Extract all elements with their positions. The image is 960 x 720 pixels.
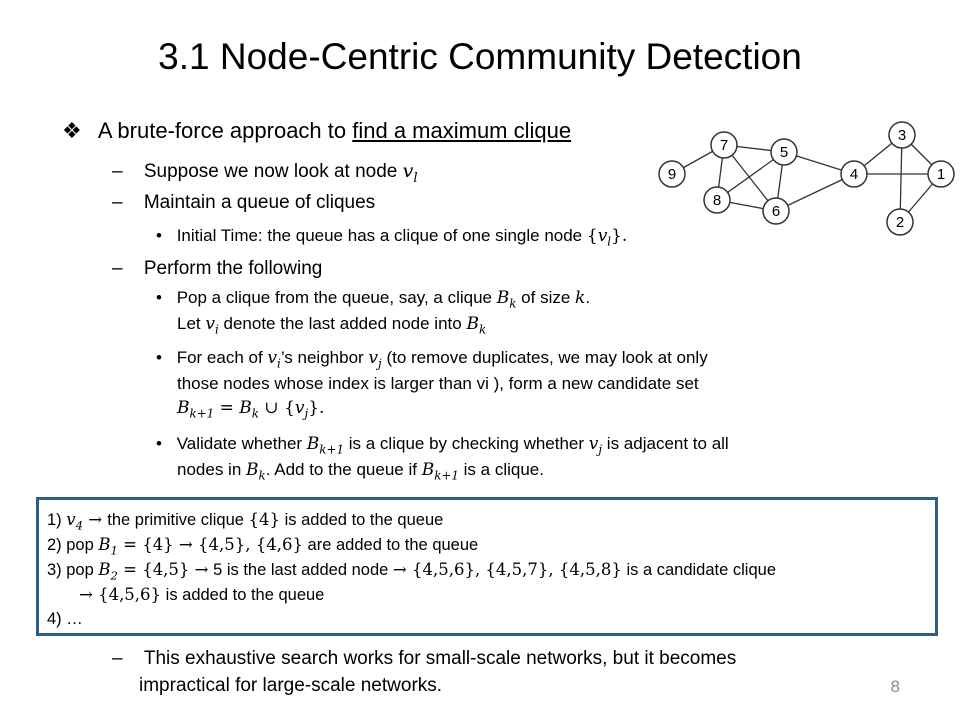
math-bk1: Bk+1 [306,434,345,457]
box-text: 5 is the last added node [208,561,393,579]
graph-node-label: 6 [772,203,780,220]
dash-marker: – [112,258,123,279]
example-box: 1) v4 → the primitive clique {4} is adde… [36,497,938,636]
bullet-pop: • Pop a clique from the queue, say, a cl… [156,288,591,311]
graph-edge-3-2 [899,134,903,223]
example-line-3b: → {4,5,6} is added to the queue [79,585,325,604]
graph-node-label: 5 [780,144,788,161]
bullet-text: Initial Time: the queue has a clique of … [176,226,587,245]
bullet-text: Validate whether [176,434,307,453]
graph-node-label: 8 [713,192,721,209]
page-number: 8 [890,677,900,696]
sub-item-text: Suppose we now look at node [143,161,403,182]
bullet-let-line: Let vi denote the last added node into B… [177,314,486,336]
sub-item-text: Perform the following [143,258,323,279]
graph-node-label: 2 [896,214,904,231]
dash-marker: – [112,192,123,213]
graph-node-8: 8 [703,186,731,214]
bullet-validate: • Validate whether Bk+1 is a clique by c… [156,434,729,456]
bullet-for-line2: those nodes whose index is larger than v… [177,374,699,393]
bullet-text: ’s neighbor [280,348,369,367]
graph-node-label: 9 [668,166,676,183]
bullet-text: Let [177,314,206,333]
main-bullet-text: A brute-force approach to [97,118,353,143]
math-k: k [575,288,586,308]
sub-item-exhaustive: – This exhaustive search works for small… [112,648,736,670]
math-vl: vl [402,160,418,186]
graph-edge-6-4 [775,173,855,212]
graph-node-6: 6 [762,197,790,225]
math-bk: Bk [246,460,266,483]
bullet-text: is a clique by checking whether [344,434,589,453]
bullet-text: For each of [176,348,268,367]
bullet-text: nodes in [177,460,246,479]
dot-bullet-icon: • [156,434,162,453]
graph-node-4: 4 [840,160,868,188]
math-candidate-set: Bk+1 = Bk ∪ {vj}. [177,398,325,421]
sub-item-perform: – Perform the following [112,258,322,280]
example-line-3: 3) pop B2 = {4,5} → 5 is the last added … [47,560,776,583]
bullet-text: . Add to the queue if [265,460,422,479]
example-line-4: 4) … [47,610,83,628]
box-text: is a candidate clique [621,561,776,579]
graph-node-label: 3 [898,127,906,144]
main-bullet: ❖ A brute-force approach to find a maxim… [62,118,571,144]
graph-node-9: 9 [658,160,686,188]
graph-node-7: 7 [710,131,738,159]
bullet-validate-line2: nodes in Bk. Add to the queue if Bk+1 is… [177,460,544,482]
dot-bullet-icon: • [156,226,162,245]
math-set-vl: {vl}. [586,226,628,249]
graph-node-5: 5 [770,138,798,166]
sub-item-text: This exhaustive search works for small-s… [143,648,737,669]
main-bullet-link: find a maximum clique [352,118,572,143]
math-vi: vi [267,348,281,371]
bullet-for-each: • For each of vi’s neighbor vj (to remov… [156,348,708,370]
box-text: 3) pop [47,561,99,579]
bullet-text: is adjacent to all [602,434,729,453]
graph-node-1: 1 [927,160,955,188]
box-text: are added to the queue [302,536,479,554]
bullet-text: of size [516,288,576,307]
bullet-text: (to remove duplicates, we may look at on… [381,348,708,367]
bullet-text: Pop a clique from the queue, say, a cliq… [176,288,497,307]
math-bk: Bk [496,288,517,311]
box-text: 2) pop [47,536,99,554]
example-line-2: 2) pop B1 = {4} → {4,5}, {4,6} are added… [47,535,479,558]
dash-marker: – [112,648,123,669]
math-vj: vj [368,348,382,371]
bullet-initial-time: • Initial Time: the queue has a clique o… [156,226,627,248]
sub-item-suppose: – Suppose we now look at node vl [112,160,418,186]
example-line-1: 1) v4 → the primitive clique {4} is adde… [47,510,444,533]
graph-node-label: 1 [937,166,945,183]
slide-title: 3.1 Node-Centric Community Detection [158,36,802,77]
sub-item-text: Maintain a queue of cliques [143,192,376,213]
clique-graph-diagram: 1 2 3 4 5 6 7 8 9 [658,121,955,236]
math-vi: vi [205,314,219,337]
graph-node-label: 7 [720,137,728,154]
math-vj: vj [588,434,603,457]
math-bk: Bk [466,314,487,337]
graph-node-3: 3 [888,121,916,149]
box-text: is added to the queue [280,511,444,529]
box-text: is added to the queue [161,586,325,604]
dash-marker: – [112,161,123,182]
graph-edge-7-6 [723,144,777,212]
bullet-text: is a clique. [458,460,544,479]
dot-bullet-icon: • [156,348,162,367]
dot-bullet-icon: • [156,288,162,307]
box-text: 1) [47,511,67,529]
graph-node-label: 4 [850,166,858,183]
graph-node-2: 2 [886,208,914,236]
box-text: the primitive clique [107,511,249,529]
sub-item-queue: – Maintain a queue of cliques [112,192,375,214]
bullet-text: denote the last added node into [218,314,467,333]
math-bk1: Bk+1 [421,460,459,483]
diamond-bullet-icon: ❖ [62,118,82,143]
sub-item-exhaustive-line2: impractical for large-scale networks. [139,675,443,696]
